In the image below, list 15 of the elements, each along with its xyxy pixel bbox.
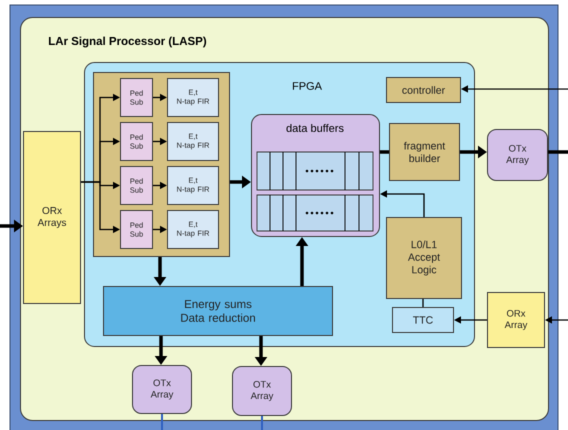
process-box: L0/L1 Accept Logic — [386, 217, 462, 299]
process-box: controller — [386, 77, 461, 103]
process-box: Energy sums Data reduction — [103, 286, 333, 336]
process-box: TTC — [392, 307, 454, 333]
transmitter-box: OTx Array — [232, 366, 292, 416]
connector-line — [380, 150, 389, 154]
connector-line — [548, 150, 568, 154]
connector-line — [161, 414, 163, 430]
process-box: fragment builder — [389, 123, 460, 181]
transmitter-box: OTx Array — [487, 129, 548, 181]
receiver-box: ORx Arrays — [23, 131, 81, 304]
receiver-box: ORx Array — [487, 292, 545, 348]
connector-line — [422, 299, 424, 307]
connector-line — [261, 416, 263, 430]
transmitter-box: OTx Array — [132, 365, 192, 414]
